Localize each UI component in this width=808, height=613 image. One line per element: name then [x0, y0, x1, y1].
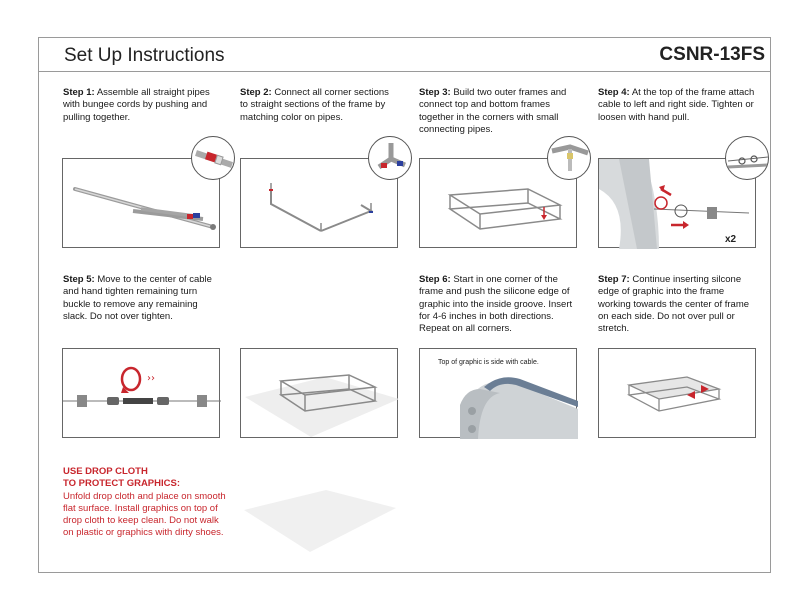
step-1-illustration [62, 158, 220, 248]
step-7-text: Step 7: Continue inserting silcone edge … [598, 274, 756, 335]
cable-attachment-drawing [599, 159, 750, 249]
step-5-text: Step 5: Move to the center of cable and … [63, 274, 221, 323]
corner-sections-drawing [269, 183, 374, 232]
turnbuckle-drawing: ›› [63, 366, 221, 407]
cable-hook-detail [727, 155, 768, 169]
step-4-body: At the top of the frame attach cable to … [598, 87, 755, 123]
warning-heading-line-2: TO PROTECT GRAPHICS: [63, 478, 180, 490]
step-2-text: Step 2: Connect all corner sections to s… [240, 87, 398, 124]
step-1-text: Step 1: Assemble all straight pipes with… [63, 87, 221, 124]
step-4-detail-zoom [725, 136, 769, 180]
corner-connector-detail [377, 143, 406, 170]
step-4-label: Step 4: [598, 87, 630, 98]
product-code: CSNR-13FS [659, 44, 765, 65]
graphic-insertion-drawing [626, 376, 722, 412]
step-6-illustration: Top of graphic is side with cable. [419, 348, 578, 439]
silicone-edge-drawing [460, 377, 578, 439]
outer-frames-drawing [447, 188, 563, 230]
tighten-direction-glyph: ›› [147, 373, 155, 384]
straight-pipes-drawing [73, 187, 216, 230]
step-2-body: Connect all corner sections to straight … [240, 87, 389, 123]
drop-cloth-illustration [240, 486, 400, 556]
step-6-label: Step 6: [419, 274, 451, 285]
step-7-label: Step 7: [598, 274, 630, 285]
step-6-caption: Top of graphic is side with cable. [438, 359, 539, 366]
step-3-body: Build two outer frames and connect top a… [419, 87, 567, 135]
sheet-header: Set Up Instructions CSNR-13FS [39, 38, 770, 72]
step-4-multiplier: x2 [725, 234, 737, 245]
step-5-label: Step 5: [63, 274, 95, 285]
step-5-illustration: ›› [62, 348, 221, 438]
step-4-text: Step 4: At the top of the frame attach c… [598, 87, 756, 124]
step-1-label: Step 1: [63, 87, 95, 98]
step-2-label: Step 2: [240, 87, 272, 98]
page-title: Set Up Instructions [64, 45, 225, 66]
step-6-text: Step 6: Start in one corner of the frame… [419, 274, 577, 335]
step-1-body: Assemble all straight pipes with bungee … [63, 87, 210, 123]
warning-body: Unfold drop cloth and place on smooth fl… [63, 490, 226, 539]
step-3-text: Step 3: Build two outer frames and conne… [419, 87, 577, 136]
step-3-detail-zoom [547, 136, 591, 180]
step-4-illustration [598, 158, 756, 249]
step-3-illustration [419, 158, 577, 248]
warning-heading-line-1: USE DROP CLOTH [63, 466, 148, 477]
step-3-label: Step 3: [419, 87, 451, 98]
pipe-joint-detail [195, 150, 233, 168]
drop-cloth-warning: USE DROP CLOTH TO PROTECT GRAPHICS: Unfo… [63, 466, 228, 540]
step-2-detail-zoom [368, 136, 412, 180]
step-7-illustration [598, 348, 756, 438]
drop-cloth-frame-illustration [240, 348, 399, 438]
step-2-illustration [240, 158, 398, 248]
step-7-body: Continue inserting silcone edge of graph… [598, 274, 750, 335]
frame-on-cloth-drawing [245, 374, 399, 437]
step-5-body: Move to the center of cable and hand tig… [63, 274, 212, 322]
instruction-sheet: Set Up Instructions CSNR-13FS Step 1: As… [38, 37, 771, 573]
drop-cloth-drawing [244, 490, 396, 552]
connecting-pipe-detail [551, 144, 589, 171]
step-6-body: Start in one corner of the frame and pus… [419, 274, 573, 335]
step-1-detail-zoom [191, 136, 235, 180]
